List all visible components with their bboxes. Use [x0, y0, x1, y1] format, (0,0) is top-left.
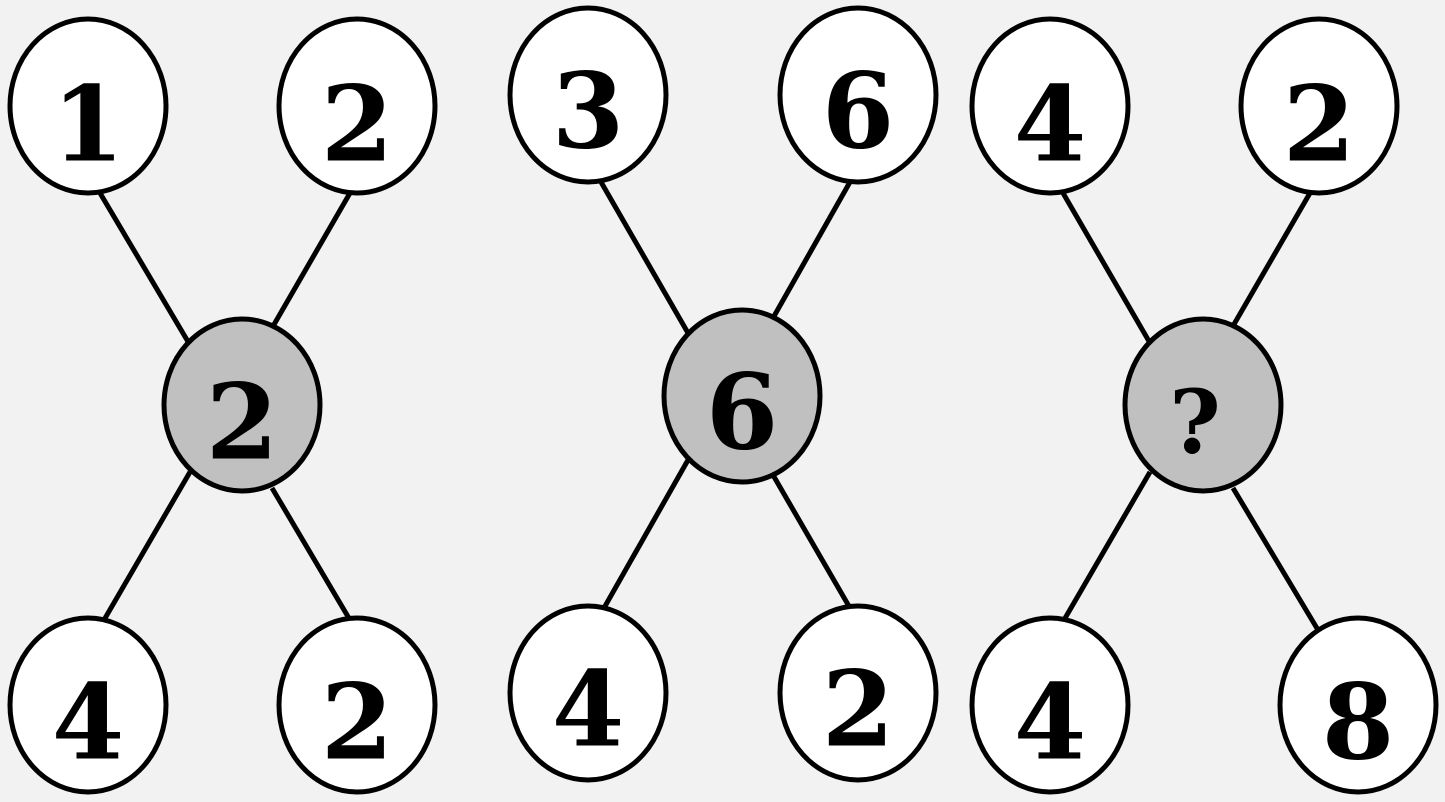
center-node: ?: [1122, 316, 1284, 494]
node-value: 2: [321, 661, 393, 784]
outer-node-top-right: 2: [1238, 16, 1400, 196]
connector-top-right: [1230, 191, 1313, 328]
connector-top-right: [770, 180, 853, 320]
node-value: 2: [321, 63, 393, 186]
node-value: 4: [52, 661, 124, 784]
node-value: 2: [1283, 63, 1355, 186]
node-circle: [507, 603, 669, 783]
node-value: 4: [552, 648, 624, 771]
outer-node-bottom-right: 2: [276, 615, 438, 795]
outer-node-bottom-left: 4: [969, 615, 1131, 795]
center-node: 2: [161, 316, 323, 494]
node-value: 4: [1014, 661, 1086, 784]
connector-bottom-left: [601, 458, 691, 610]
node-circle: [777, 603, 939, 783]
outer-node-top-left: 3: [507, 5, 669, 185]
node-circle: [7, 16, 169, 196]
connector-top-left: [598, 180, 691, 335]
connector-top-left: [97, 191, 193, 347]
node-circle: [1238, 16, 1400, 196]
outer-node-top-left: 4: [969, 16, 1131, 196]
node-value: 2: [822, 648, 894, 771]
node-circle: [7, 615, 169, 795]
puzzle-group-2: 3 6 6 4 2: [507, 5, 939, 783]
node-circle: [276, 16, 438, 196]
outer-node-bottom-left: 4: [507, 603, 669, 783]
node-value: ?: [1169, 370, 1221, 474]
connector-top-left: [1060, 191, 1153, 345]
node-circle: [777, 5, 939, 185]
node-circle: [1277, 615, 1439, 795]
node-value: 2: [206, 361, 278, 484]
connector-bottom-right: [1230, 486, 1321, 632]
node-circle: [969, 16, 1131, 196]
connector-bottom-right: [770, 473, 853, 610]
puzzle-group-1: 1 2 2 4 2: [7, 16, 438, 795]
outer-node-bottom-left: 4: [7, 615, 169, 795]
node-value: 6: [706, 351, 778, 474]
center-node: 6: [661, 307, 823, 485]
puzzle-group-3: 4 2 ? 4 8: [969, 16, 1439, 795]
outer-node-top-left: 1: [7, 16, 169, 196]
node-value: 8: [1322, 661, 1394, 784]
node-value: 6: [822, 50, 894, 173]
node-circle: [507, 5, 669, 185]
node-circle: [969, 615, 1131, 795]
node-circle: [276, 615, 438, 795]
connector-bottom-right: [269, 486, 353, 622]
outer-node-bottom-right: 2: [777, 603, 939, 783]
connector-top-right: [269, 191, 353, 330]
outer-node-bottom-right: 8: [1277, 615, 1439, 795]
node-value: 1: [52, 63, 124, 186]
node-circle: [1122, 316, 1284, 494]
outer-node-top-right: 2: [276, 16, 438, 196]
node-value: 4: [1014, 63, 1086, 186]
node-circle: [661, 307, 823, 485]
node-circle: [161, 316, 323, 494]
connector-bottom-left: [101, 470, 193, 622]
outer-node-top-right: 6: [777, 5, 939, 185]
node-value: 3: [552, 50, 624, 173]
connector-bottom-left: [1061, 470, 1153, 622]
